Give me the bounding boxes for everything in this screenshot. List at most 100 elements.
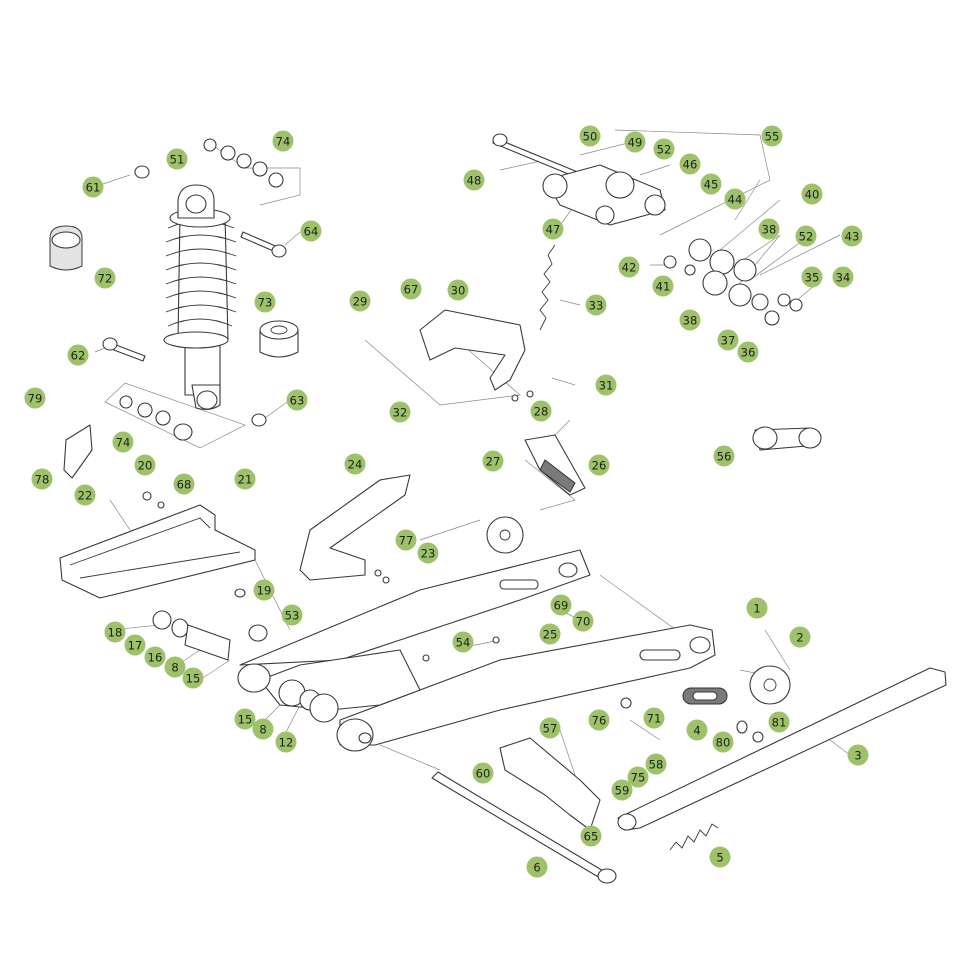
chain-adjuster — [682, 687, 728, 705]
callout-6: 6 — [526, 856, 548, 878]
callout-badge — [166, 148, 188, 170]
linkage-assembly — [542, 164, 803, 326]
springs — [539, 244, 719, 851]
callout-number: 5 — [716, 851, 723, 865]
callout-badge — [580, 825, 602, 847]
callout-75: 75 — [627, 766, 649, 788]
callout-number: 37 — [721, 334, 736, 348]
callout-21: 21 — [234, 468, 256, 490]
callout-number: 78 — [35, 473, 50, 487]
callout-badge — [463, 169, 485, 191]
callout-35: 35 — [801, 266, 823, 288]
callout-badge — [94, 267, 116, 289]
callout-number: 6 — [533, 861, 540, 875]
callout-badge — [768, 711, 790, 733]
callout-number: 53 — [285, 609, 300, 623]
callout-28: 28 — [530, 400, 552, 422]
callout-badge — [737, 341, 759, 363]
callout-64: 64 — [300, 220, 322, 242]
callout-badge — [653, 138, 675, 160]
callout-65: 65 — [580, 825, 602, 847]
callout-number: 75 — [631, 771, 646, 785]
callout-48: 48 — [463, 169, 485, 191]
callout-badge — [182, 667, 204, 689]
callout-2: 2 — [789, 626, 811, 648]
callout-number: 47 — [546, 223, 561, 237]
callout-number: 41 — [656, 280, 671, 294]
callout-60: 60 — [472, 762, 494, 784]
callout-number: 29 — [353, 295, 368, 309]
callout-number: 26 — [592, 459, 607, 473]
callout-8: 8 — [252, 718, 274, 740]
callout-number: 52 — [657, 143, 672, 157]
callout-24: 24 — [344, 453, 366, 475]
callout-77: 77 — [395, 529, 417, 551]
callout-47: 47 — [542, 218, 564, 240]
callout-number: 60 — [476, 767, 491, 781]
callout-1: 1 — [746, 597, 768, 619]
callout-number: 12 — [279, 736, 294, 750]
callout-badge — [417, 542, 439, 564]
callout-34: 34 — [832, 266, 854, 288]
callout-number: 28 — [534, 405, 549, 419]
callout-57: 57 — [539, 717, 561, 739]
callout-25: 25 — [539, 623, 561, 645]
callout-badge — [717, 329, 739, 351]
callout-number: 18 — [108, 626, 123, 640]
callout-badge — [530, 400, 552, 422]
callout-58: 58 — [645, 753, 667, 775]
callout-badge — [645, 753, 667, 775]
callout-badge — [31, 468, 53, 490]
callout-number: 56 — [717, 450, 732, 464]
callout-5: 5 — [709, 846, 731, 868]
callout-badge — [275, 731, 297, 753]
callout-badge — [686, 719, 708, 741]
callout-number: 49 — [628, 136, 643, 150]
callout-number: 32 — [393, 406, 408, 420]
callout-17: 17 — [124, 634, 146, 656]
callout-badge — [389, 401, 411, 423]
callout-15: 15 — [234, 708, 256, 730]
callout-26: 26 — [588, 454, 610, 476]
callout-badge — [300, 220, 322, 242]
callout-badge — [234, 468, 256, 490]
callout-78: 78 — [31, 468, 53, 490]
callout-badge — [67, 344, 89, 366]
callout-80: 80 — [712, 731, 734, 753]
callout-41: 41 — [652, 275, 674, 297]
callout-23: 23 — [417, 542, 439, 564]
callout-62: 62 — [67, 344, 89, 366]
callout-number: 34 — [836, 271, 851, 285]
callout-number: 43 — [845, 230, 860, 244]
callout-badge — [652, 275, 674, 297]
callout-badge — [395, 529, 417, 551]
brake-disc-plate — [486, 516, 791, 705]
callout-number: 48 — [467, 174, 482, 188]
callout-number: 15 — [186, 672, 201, 686]
callout-number: 38 — [683, 314, 698, 328]
callout-number: 38 — [762, 223, 777, 237]
callout-badge — [539, 623, 561, 645]
callout-12: 12 — [275, 731, 297, 753]
guard-plate — [63, 424, 93, 479]
callout-number: 67 — [404, 283, 419, 297]
callout-number: 52 — [799, 230, 814, 244]
callout-badge — [611, 779, 633, 801]
callout-badge — [624, 131, 646, 153]
callout-number: 8 — [259, 723, 266, 737]
callout-number: 30 — [451, 284, 466, 298]
callout-4: 4 — [686, 719, 708, 741]
callout-22: 22 — [74, 484, 96, 506]
callout-number: 81 — [772, 716, 787, 730]
callout-number: 35 — [805, 271, 820, 285]
callout-badge — [709, 846, 731, 868]
callout-76: 76 — [588, 709, 610, 731]
callout-badge — [585, 294, 607, 316]
callout-badge — [700, 173, 722, 195]
chain-guide — [299, 474, 411, 581]
callout-badge — [134, 454, 156, 476]
callout-number: 74 — [116, 436, 131, 450]
callout-number: 44 — [728, 193, 743, 207]
callout-number: 57 — [543, 722, 558, 736]
callout-31: 31 — [595, 374, 617, 396]
